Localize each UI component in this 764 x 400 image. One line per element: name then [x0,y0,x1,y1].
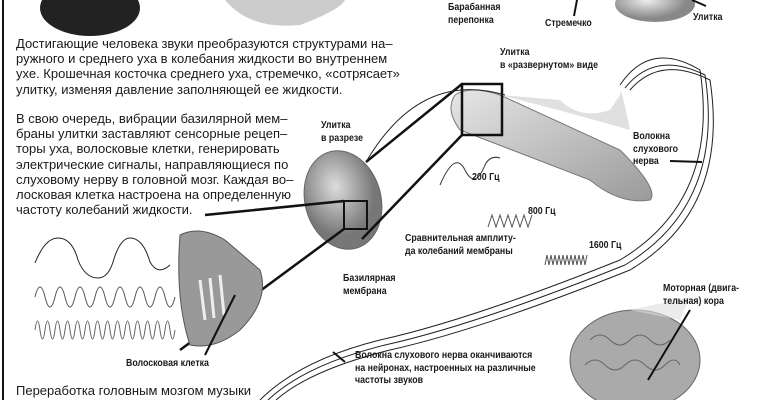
label-line: да колебаний мембраны [405,245,513,257]
text-line: частоту колебаний жидкости. [16,202,193,218]
text-line: слуховому нерву в головной мозг. Каждая … [16,171,294,187]
wave-200hz [439,156,501,186]
wave-1600hz [544,254,588,266]
label-line: слухового [633,143,679,155]
nerve-fibers [259,57,714,400]
label-line: перепонка [448,14,494,26]
label-line: Улитка [500,47,530,58]
label-1600hz: 1600 Гц [589,240,622,251]
brain-image [569,309,701,400]
zoom-box-large [460,82,504,137]
label-line: тельная) кора [663,295,724,307]
text-line: браны улитки заставляют сенсорные рецеп– [16,126,288,142]
label-line: Улитка [321,120,351,131]
label-line: частоты звуков [355,375,424,386]
label-line: Моторная (двига- [663,283,740,294]
zoom-box-small [343,200,368,230]
label-line: в разрезе [321,132,364,144]
cochlea-top-image [615,0,695,22]
label-line: мембрана [343,285,387,297]
label-line: Сравнительная амплиту- [405,233,516,244]
text-line: электрические сигналы, направляющиеся по [16,156,289,172]
label-line: Базилярная [343,273,396,284]
label-line: Волокна слухового нерва оканчиваются [355,350,533,361]
text-line: лосковая клетка настроена на определенну… [16,187,291,203]
wave-mid [34,286,176,308]
label-cochlea: Улитка [693,12,723,23]
hair-cells-paragraph: В свою очередь, вибрации базилярной мем–… [16,111,293,217]
text-line: Достигающие человека звуки преобразуются… [16,36,393,51]
outer-ear-image [40,0,140,36]
label-motor-cortex: Моторная (двига-тельная) кора [663,283,739,308]
text-line: улитку, изменяя давление заполняющей ее … [16,81,343,97]
label-800hz: 800 Гц [528,206,556,217]
label-amplitude: Сравнительная амплиту-да колебаний мембр… [405,233,516,258]
label-hair-cell: Волосковая клетка [126,358,209,369]
text-line: торы уха, волосковые клетки, генерироват… [16,141,280,157]
label-200hz: 200 Гц [472,172,500,183]
text-line: В свою очередь, вибрации базилярной мем– [16,111,288,126]
ear-canal-image [225,0,345,26]
label-line: Барабанная [448,2,501,13]
wave-800hz [487,213,533,229]
label-line: Волокна [633,131,670,142]
wave-high [34,320,176,340]
label-stapes: Стремечко [545,18,592,29]
label-line: нерва [633,156,659,167]
label-line: на нейронах, настроенных на различные [355,362,536,374]
text-line: ухе. Крошечная косточка среднего уха, ст… [16,66,400,82]
label-line: в «развернутом» виде [500,59,598,71]
brain-processing-heading: Переработка головным мозгом музыки [16,383,252,398]
text-line: ружного и среднего уха в колебания жидко… [16,51,388,67]
wave-low [34,237,171,279]
intro-paragraph: Достигающие человека звуки преобразуются… [16,36,400,97]
